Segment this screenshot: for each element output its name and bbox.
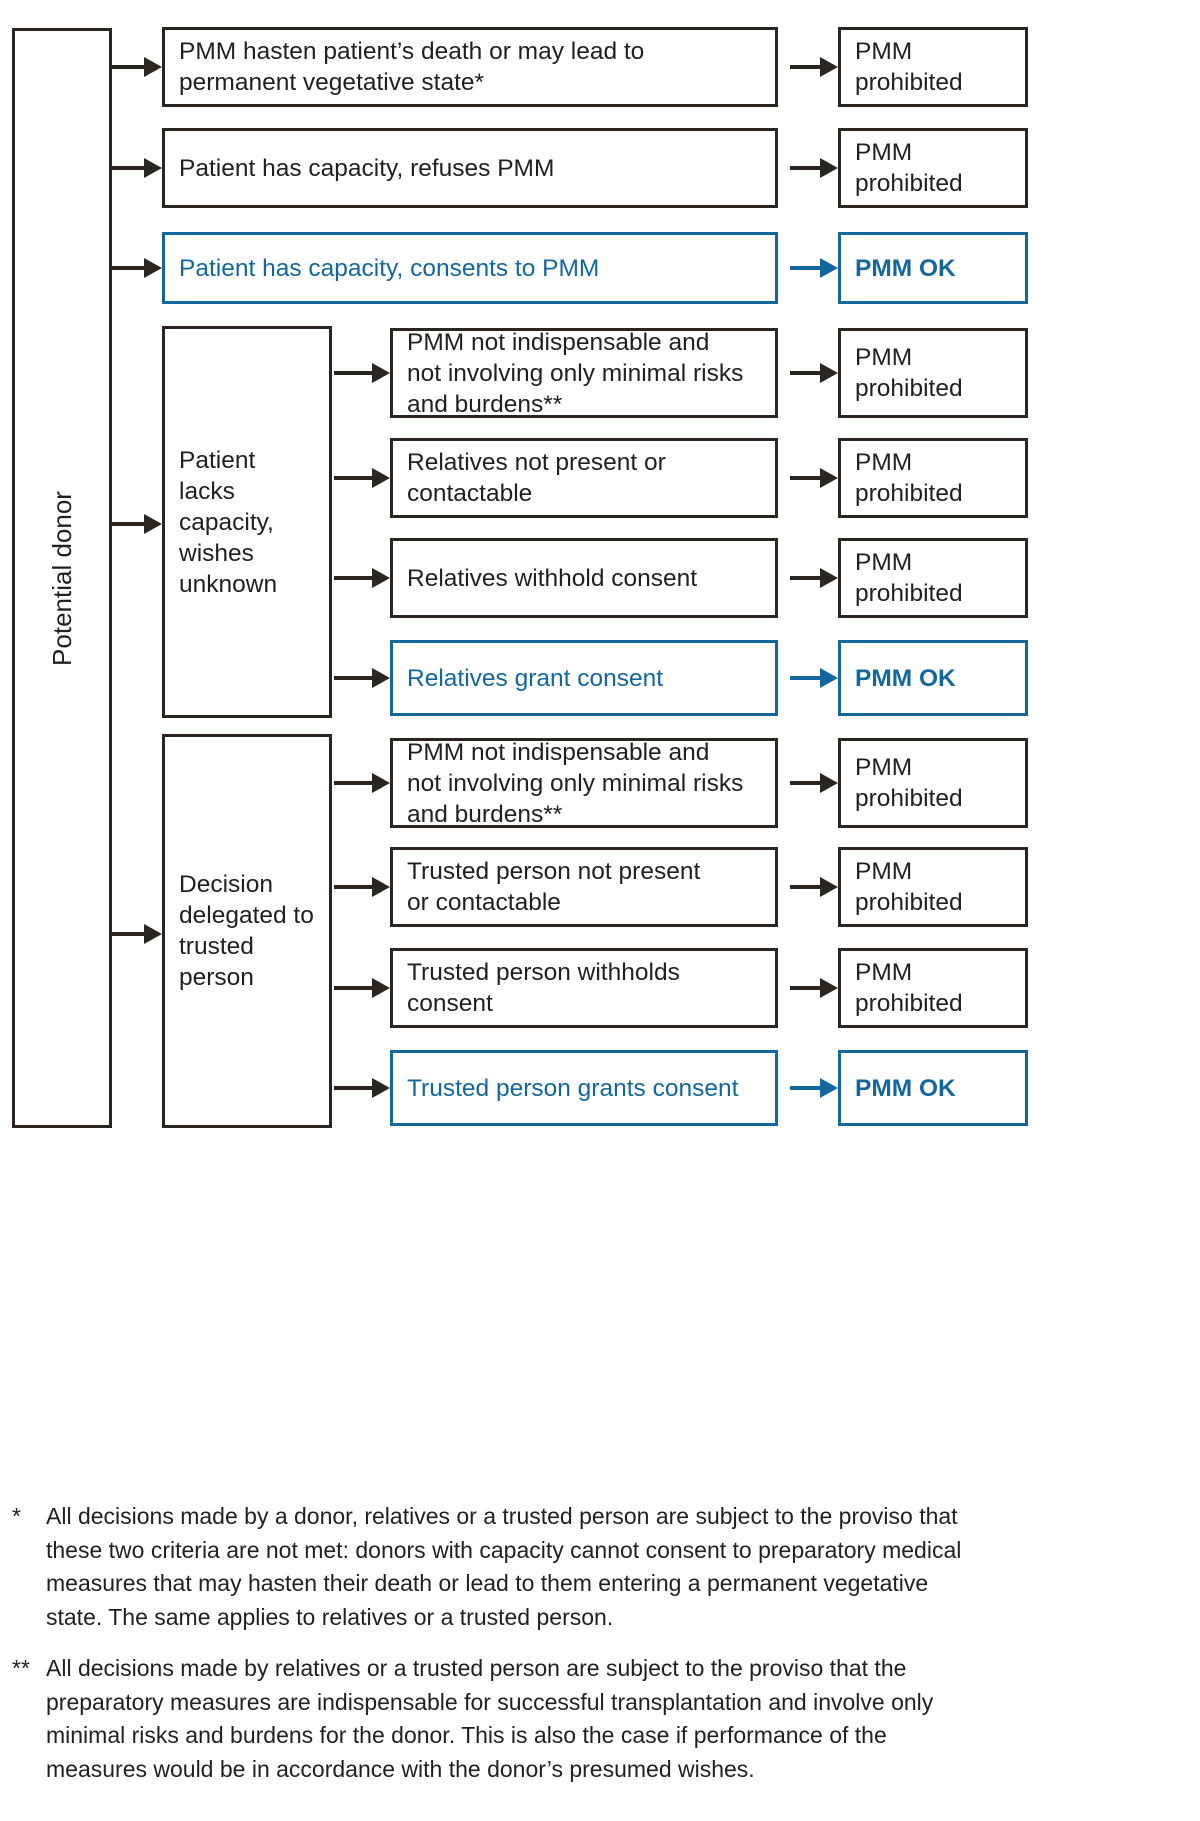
condition-label: Patient has capacity, refuses PMM bbox=[179, 154, 555, 182]
node-condition-c11: Trusted person grants consent bbox=[390, 1050, 778, 1126]
node-condition-c4: PMM not indispensable and not involving … bbox=[390, 328, 778, 418]
condition-label: Relatives grant consent bbox=[407, 664, 664, 692]
footnote-text: All decisions made by relatives or a tru… bbox=[46, 1655, 934, 1782]
condition-label: Trusted person grants consent bbox=[407, 1074, 739, 1102]
outcome-label: PMM prohibited bbox=[855, 139, 963, 197]
outcome-label: PMM OK bbox=[855, 664, 956, 692]
node-condition-c7: Relatives grant consent bbox=[390, 640, 778, 716]
outcome-label: PMM prohibited bbox=[855, 549, 963, 607]
node-outcome-o6: PMM prohibited bbox=[838, 538, 1028, 618]
node-condition-c2: Patient has capacity, refuses PMM bbox=[162, 128, 778, 208]
footnotes: * All decisions made by a donor, relativ… bbox=[0, 1500, 1200, 1804]
node-outcome-o3: PMM OK bbox=[838, 232, 1028, 304]
node-outcome-o8: PMM prohibited bbox=[838, 738, 1028, 828]
node-outcome-o5: PMM prohibited bbox=[838, 438, 1028, 518]
node-outcome-o7: PMM OK bbox=[838, 640, 1028, 716]
outcome-label: PMM prohibited bbox=[855, 344, 963, 402]
outcome-label: PMM prohibited bbox=[855, 959, 963, 1017]
footnote-single-asterisk: * All decisions made by a donor, relativ… bbox=[0, 1500, 1200, 1634]
node-outcome-o10: PMM prohibited bbox=[838, 948, 1028, 1028]
footnote-double-asterisk: ** All decisions made by relatives or a … bbox=[0, 1652, 1200, 1786]
node-outcome-o2: PMM prohibited bbox=[838, 128, 1028, 208]
node-outcome-o4: PMM prohibited bbox=[838, 328, 1028, 418]
node-condition-c5: Relatives not present or contactable bbox=[390, 438, 778, 518]
node-potential-donor: Potential donor bbox=[12, 28, 112, 1128]
node-group-decision-delegated: Decision delegated to trusted person bbox=[162, 734, 332, 1128]
outcome-label: PMM prohibited bbox=[855, 38, 963, 96]
footnote-marker: ** bbox=[12, 1655, 30, 1681]
group-label: Patient lacks capacity, wishes unknown bbox=[179, 446, 278, 598]
outcome-label: PMM OK bbox=[855, 1074, 956, 1102]
node-group-patient-lacks-capacity: Patient lacks capacity, wishes unknown bbox=[162, 326, 332, 718]
outcome-label: PMM OK bbox=[855, 254, 956, 282]
condition-label: Trusted person not present or contactabl… bbox=[407, 858, 701, 916]
node-condition-c1: PMM hasten patient’s death or may lead t… bbox=[162, 27, 778, 107]
condition-label: Patient has capacity, consents to PMM bbox=[179, 254, 600, 282]
condition-label: PMM not indispensable and not involving … bbox=[407, 328, 744, 418]
condition-label: PMM not indispensable and not involving … bbox=[407, 738, 744, 828]
footnote-marker: * bbox=[12, 1503, 21, 1529]
node-condition-c8: PMM not indispensable and not involving … bbox=[390, 738, 778, 828]
condition-label: Trusted person withholds consent bbox=[407, 959, 680, 1017]
node-outcome-o9: PMM prohibited bbox=[838, 847, 1028, 927]
node-condition-c6: Relatives withhold consent bbox=[390, 538, 778, 618]
footnote-text: All decisions made by a donor, relatives… bbox=[46, 1503, 962, 1630]
node-outcome-o11: PMM OK bbox=[838, 1050, 1028, 1126]
node-condition-c10: Trusted person withholds consent bbox=[390, 948, 778, 1028]
condition-label: PMM hasten patient’s death or may lead t… bbox=[179, 38, 645, 96]
outcome-label: PMM prohibited bbox=[855, 858, 963, 916]
group-label: Decision delegated to trusted person bbox=[179, 871, 314, 991]
potential-donor-label: Potential donor bbox=[46, 490, 77, 666]
condition-label: Relatives not present or contactable bbox=[407, 449, 666, 507]
outcome-label: PMM prohibited bbox=[855, 449, 963, 507]
node-outcome-o1: PMM prohibited bbox=[838, 27, 1028, 107]
node-condition-c9: Trusted person not present or contactabl… bbox=[390, 847, 778, 927]
node-condition-c3: Patient has capacity, consents to PMM bbox=[162, 232, 778, 304]
condition-label: Relatives withhold consent bbox=[407, 564, 698, 592]
outcome-label: PMM prohibited bbox=[855, 754, 963, 812]
